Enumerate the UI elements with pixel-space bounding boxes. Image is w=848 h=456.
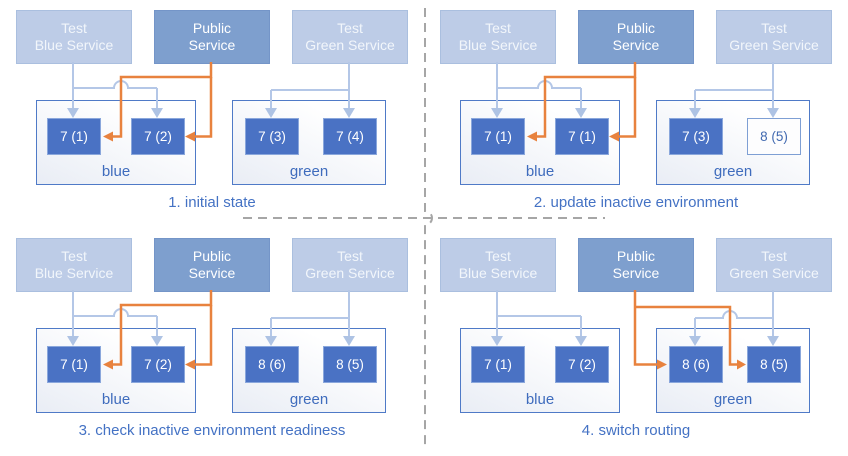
service-box-test-green: Test Green Service <box>292 238 408 292</box>
panel-update-inactive-environment: Test Blue Service Public Service Test Gr… <box>424 0 848 228</box>
service-label-line: Public <box>616 20 656 36</box>
pod: 7 (3) <box>669 118 723 155</box>
panel-caption: 1. initial state <box>168 194 256 211</box>
public-route-path <box>633 290 657 366</box>
service-label-line: Service <box>612 37 660 53</box>
service-box-test-green: Test Green Service <box>292 10 408 64</box>
service-label-line: Green Service <box>305 37 395 53</box>
pod: 7 (1) <box>555 118 609 155</box>
service-box-public: Public Service <box>154 238 270 292</box>
service-box-public: Public Service <box>578 238 694 292</box>
environment-label: green <box>713 163 753 180</box>
environment-label: green <box>289 163 329 180</box>
service-label-line: Blue Service <box>458 265 538 281</box>
pod: 8 (6) <box>669 346 723 383</box>
service-box-test-blue: Test Blue Service <box>16 238 132 292</box>
service-label-line: Service <box>188 37 236 53</box>
service-box-test-blue: Test Blue Service <box>16 10 132 64</box>
test-green-connector-branch-hop <box>695 310 773 319</box>
panel-caption: 3. check inactive environment readiness <box>78 422 346 439</box>
panel-caption: 2. update inactive environment <box>533 194 739 211</box>
test-blue-connector-branch-hop <box>497 80 581 89</box>
environment-green: 7 (3) 7 (4) green <box>232 100 386 185</box>
test-blue-connector-branch-hop <box>73 80 157 89</box>
pod: 7 (1) <box>47 118 101 155</box>
service-box-test-blue: Test Blue Service <box>440 238 556 292</box>
environment-blue: 7 (1) 7 (2) blue <box>460 328 620 413</box>
environment-blue: 7 (1) 7 (2) blue <box>36 100 196 185</box>
pod: 7 (2) <box>131 118 185 155</box>
pod: 7 (4) <box>323 118 377 155</box>
panel-check-inactive-environment-readiness: Test Blue Service Public Service Test Gr… <box>0 228 424 456</box>
service-label-line: Public <box>192 248 232 264</box>
pod: 7 (2) <box>555 346 609 383</box>
service-label-line: Service <box>188 265 236 281</box>
environment-label: blue <box>525 391 555 408</box>
public-route-path <box>195 77 213 138</box>
service-label-line: Blue Service <box>34 265 114 281</box>
pod: 8 (5) <box>747 118 801 155</box>
pod: 8 (5) <box>323 346 377 383</box>
public-route-path <box>619 77 637 138</box>
service-label-line: Blue Service <box>34 37 114 53</box>
service-label-line: Green Service <box>729 265 819 281</box>
service-label-line: Test <box>61 20 87 36</box>
public-route-path <box>195 305 213 366</box>
environment-label: blue <box>101 391 131 408</box>
environment-green: 8 (6) 8 (5) green <box>656 328 810 413</box>
environment-label: blue <box>101 163 131 180</box>
panel-initial-state: Test Blue Service Public Service Test Gr… <box>0 0 424 228</box>
service-box-test-blue: Test Blue Service <box>440 10 556 64</box>
test-blue-connector-branch-hop <box>73 308 157 317</box>
environment-blue: 7 (1) 7 (1) blue <box>460 100 620 185</box>
pod: 8 (5) <box>747 346 801 383</box>
pod: 7 (3) <box>245 118 299 155</box>
environment-label: blue <box>525 163 555 180</box>
service-label-line: Test <box>337 248 363 264</box>
environment-blue: 7 (1) 7 (2) blue <box>36 328 196 413</box>
pod: 8 (6) <box>245 346 299 383</box>
pod: 7 (2) <box>131 346 185 383</box>
panel-caption: 4. switch routing <box>581 422 691 439</box>
service-box-test-green: Test Green Service <box>716 10 832 64</box>
panel-switch-routing: Test Blue Service Public Service Test Gr… <box>424 228 848 456</box>
service-box-public: Public Service <box>154 10 270 64</box>
environment-green: 8 (6) 8 (5) green <box>232 328 386 413</box>
service-label-line: Service <box>612 265 660 281</box>
environment-label: green <box>289 391 329 408</box>
service-label-line: Public <box>192 20 232 36</box>
service-label-line: Blue Service <box>458 37 538 53</box>
service-label-line: Test <box>761 20 787 36</box>
service-label-line: Public <box>616 248 656 264</box>
service-box-public: Public Service <box>578 10 694 64</box>
pod: 7 (1) <box>471 346 525 383</box>
pod: 7 (1) <box>471 118 525 155</box>
service-label-line: Test <box>761 248 787 264</box>
service-label-line: Green Service <box>729 37 819 53</box>
pod: 7 (1) <box>47 346 101 383</box>
service-box-test-green: Test Green Service <box>716 238 832 292</box>
service-label-line: Test <box>485 20 511 36</box>
service-label-line: Test <box>61 248 87 264</box>
service-label-line: Green Service <box>305 265 395 281</box>
environment-green: 7 (3) 8 (5) green <box>656 100 810 185</box>
environment-label: green <box>713 391 753 408</box>
service-label-line: Test <box>337 20 363 36</box>
service-label-line: Test <box>485 248 511 264</box>
